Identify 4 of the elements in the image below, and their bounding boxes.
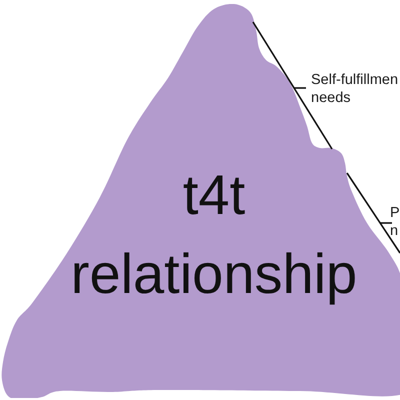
title-text: t4t relationship: [70, 162, 358, 307]
level-label: Self-fulfillmen needs: [311, 71, 400, 107]
blob-shape: [0, 4, 400, 398]
level-label: P n: [390, 204, 400, 240]
